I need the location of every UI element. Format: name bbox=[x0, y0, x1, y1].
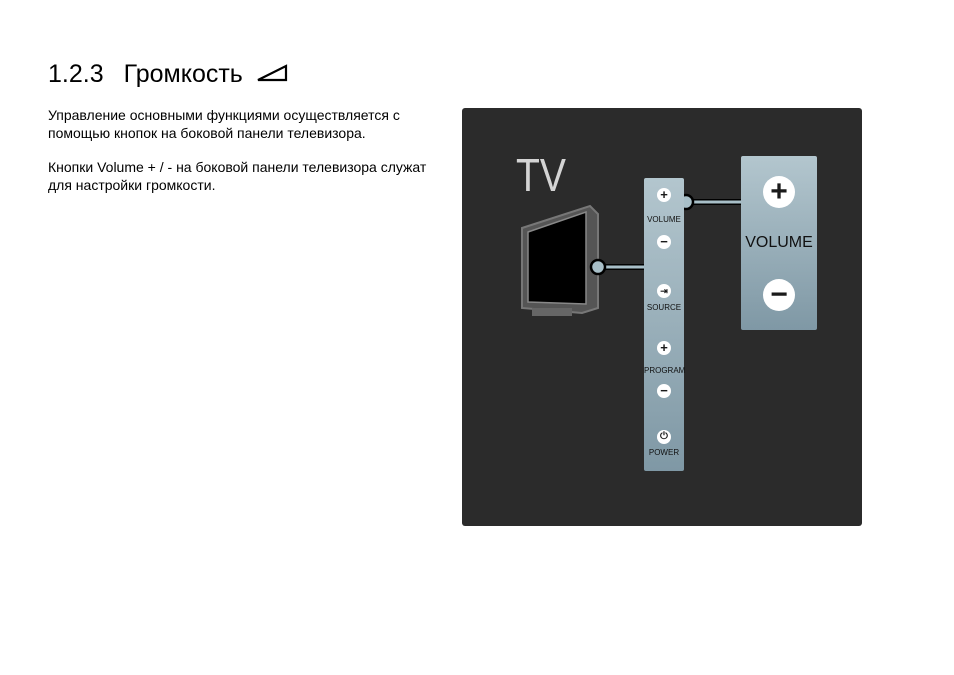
volume-plus-button[interactable]: + bbox=[657, 188, 671, 202]
volume-minus-button[interactable]: − bbox=[657, 235, 671, 249]
big-volume-plus-button[interactable]: + bbox=[763, 175, 795, 208]
volume-label: VOLUME bbox=[647, 215, 681, 224]
volume-zoom-box: + VOLUME − bbox=[741, 156, 817, 330]
program-label: PROGRAM bbox=[644, 366, 686, 375]
power-button[interactable]: ⏻ bbox=[657, 430, 671, 444]
intro-paragraph: Управление основными функциями осуществл… bbox=[48, 107, 400, 141]
source-button[interactable]: ⇥ bbox=[657, 284, 671, 298]
side-control-panel: + VOLUME − ⇥ SOURCE + PROGRAM − ⏻ POWER bbox=[644, 178, 686, 471]
source-label: SOURCE bbox=[646, 303, 682, 312]
tv-icon bbox=[521, 193, 741, 316]
tv-label: TV bbox=[516, 149, 566, 201]
power-label: POWER bbox=[648, 448, 680, 457]
volume-paragraph: Кнопки Volume + / - на боковой панели те… bbox=[48, 159, 427, 193]
page-title: 1.2.3 Громкость bbox=[48, 60, 290, 89]
volume-triangle-icon bbox=[257, 64, 287, 82]
program-plus-button[interactable]: + bbox=[657, 341, 671, 355]
source-icon: ⇥ bbox=[660, 286, 668, 296]
big-volume-minus-button[interactable]: − bbox=[763, 278, 795, 311]
big-volume-label: VOLUME bbox=[745, 234, 813, 251]
section-number: 1.2.3 bbox=[48, 60, 104, 88]
section-title: Громкость bbox=[123, 60, 243, 88]
power-icon: ⏻ bbox=[660, 431, 668, 442]
program-minus-button[interactable]: − bbox=[657, 384, 671, 398]
